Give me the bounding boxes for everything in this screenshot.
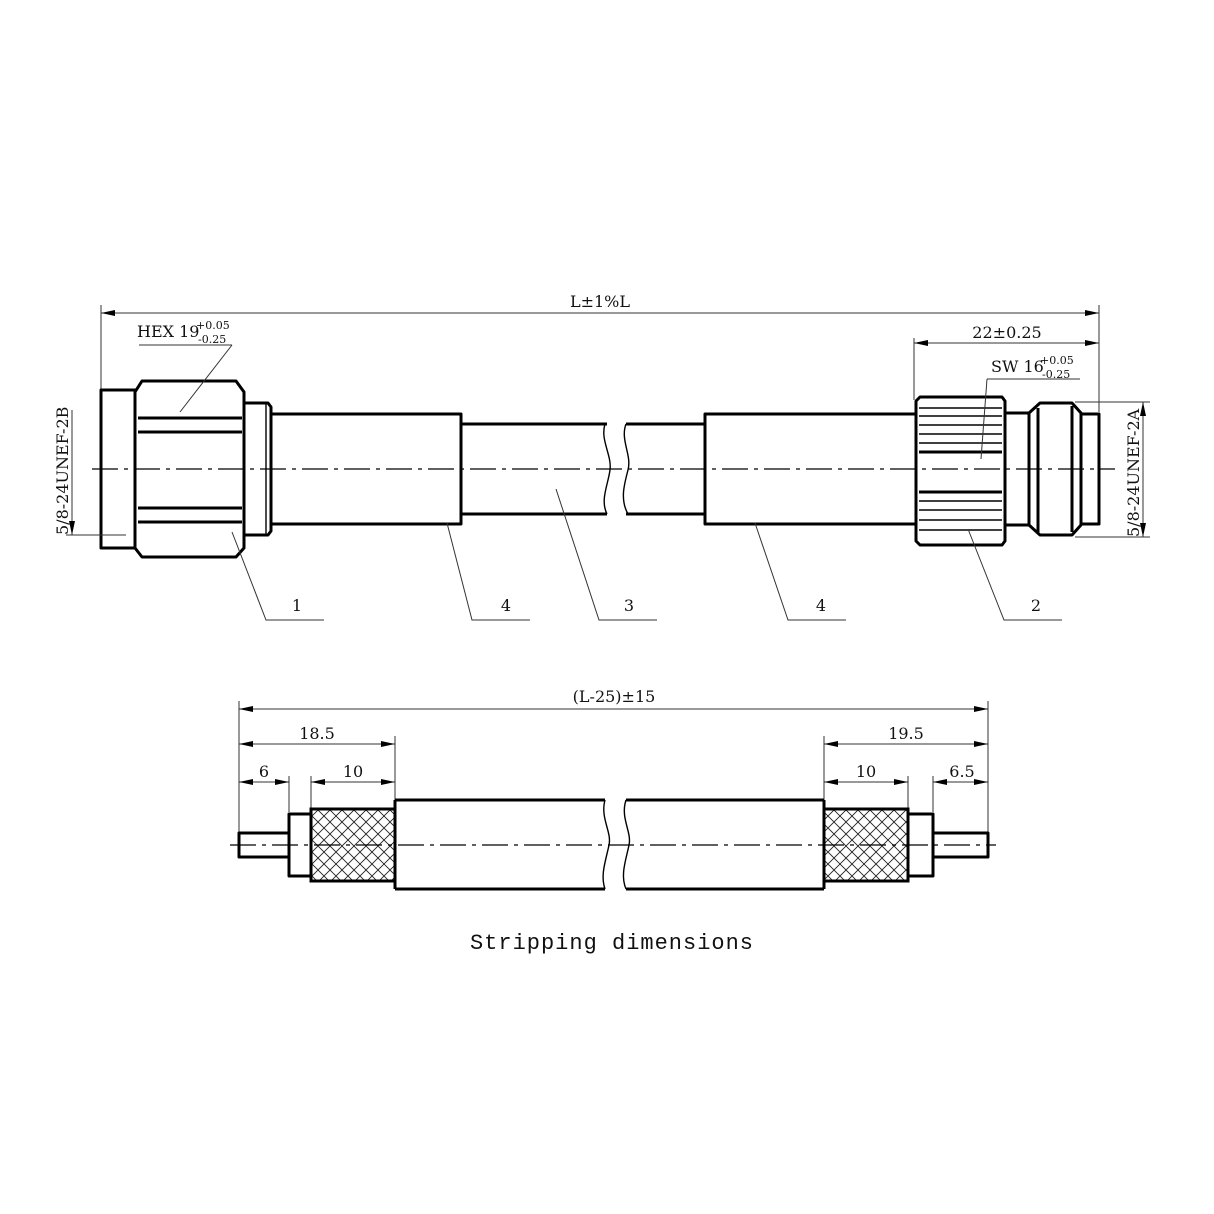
callout-1: 1 (292, 596, 302, 615)
right-connector: 22±0.25 SW 16 +0.05 -0.25 5/8-24UNEF-2A (913, 323, 1150, 547)
hex-tol-lower: -0.25 (198, 333, 226, 346)
stripping-caption: Stripping dimensions (470, 931, 754, 956)
strip-right-pin: 6.5 (949, 762, 974, 781)
callout-4-left: 4 (501, 596, 511, 615)
strip-left-braid: 10 (343, 762, 363, 781)
hex-tol-upper: +0.05 (196, 319, 230, 332)
sw-tol-lower: -0.25 (1042, 368, 1070, 381)
assembly-view: L±1%L 5/8-24UNEF-2B HEX 19 +0.05 -0.25 (53, 292, 1150, 621)
right-length-label: 22±0.25 (972, 323, 1041, 342)
part-callouts: 1 4 3 4 2 (231, 488, 1062, 621)
sw-tol-upper: +0.05 (1040, 354, 1074, 367)
callout-4-right: 4 (816, 596, 826, 615)
overall-length-label: L±1%L (570, 292, 630, 311)
strip-left-pin: 6 (259, 762, 269, 781)
strip-right-braid: 10 (856, 762, 876, 781)
callout-2: 2 (1031, 596, 1041, 615)
sw-label: SW 16 (991, 357, 1044, 376)
left-thread-label: 5/8-24UNEF-2B (53, 407, 72, 535)
callout-3: 3 (624, 596, 634, 615)
strip-right-total: 19.5 (888, 724, 924, 743)
strip-overall-label: (L-25)±15 (573, 687, 656, 706)
hex-label: HEX 19 (137, 322, 199, 341)
left-connector: 5/8-24UNEF-2B HEX 19 +0.05 -0.25 (53, 319, 273, 559)
overall-length-dimension: L±1%L (100, 292, 1100, 412)
strip-left-total: 18.5 (299, 724, 335, 743)
cable-body (461, 422, 705, 516)
right-thread-label: 5/8-24UNEF-2A (1124, 408, 1143, 537)
stripping-view: (L-25)±15 18.5 6 10 19.5 10 6.5 (230, 687, 996, 956)
